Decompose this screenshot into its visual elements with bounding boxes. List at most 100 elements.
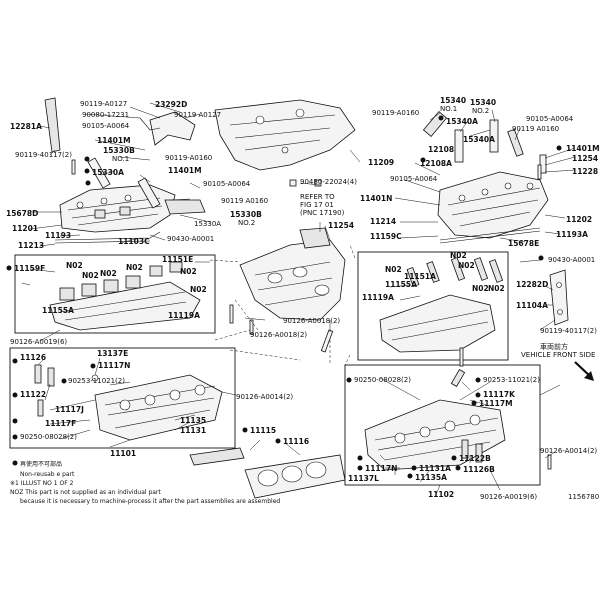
label-90119-a0160b: 90119 A0160: [221, 197, 268, 205]
camshaft-housing-lh: [49, 261, 201, 331]
label-n02-a: N02: [66, 261, 83, 270]
head-gasket: [189, 447, 346, 499]
label-90253-r: 90253-11021(2): [483, 376, 540, 384]
label-11193a: 11193A: [556, 230, 588, 239]
label-11155a-r: 11155A: [385, 280, 417, 289]
label-vehicle: VEHICLE FRONT SIDE: [521, 351, 595, 359]
label-11213: 11213: [18, 241, 44, 250]
label-11401n: 11401N: [360, 194, 392, 203]
label-11122: 11122: [20, 390, 46, 399]
label-90126-a0014-r: 90126-A0014(2): [540, 447, 597, 455]
label-90430-a0001-l: 90430-A0001: [167, 235, 214, 243]
label-11201: 11201: [12, 224, 38, 233]
label-15340b: 15340: [470, 98, 496, 107]
label-90119-40117-r: 90119-40117(2): [540, 327, 597, 335]
label-11228: 11228: [572, 167, 598, 176]
label-n02-e: N02: [180, 267, 197, 276]
cylinder-head-rh: [364, 369, 506, 471]
label-11151a: 11151A: [404, 272, 436, 281]
non-reusable-markers: [6, 115, 562, 479]
label-11115: 11115: [250, 426, 276, 435]
label-refer: REFER TO: [300, 193, 335, 201]
engine-cover: [214, 99, 356, 171]
label-90119-a0160: 90119-A0160: [165, 154, 212, 162]
label-11155a-l: 11155A: [42, 306, 74, 315]
box-cylinder-head-rh: [344, 364, 541, 486]
label-fig: FIG 17 01: [300, 201, 334, 209]
label-90250-r: 90250-08028(2): [354, 376, 411, 384]
label-15330b-tl: 15330B: [103, 146, 135, 155]
box-camshaft-housing-rh: [357, 251, 509, 361]
label-11117n-r: 11117N: [365, 464, 397, 473]
label-11135a: 11135A: [415, 473, 447, 482]
label-90119-a0160-tr2: 90119 A0160: [512, 125, 559, 133]
label-11202: 11202: [566, 215, 592, 224]
label-11401m-tr: 11401M: [566, 144, 600, 153]
label-11401m-tl: 11401M: [97, 136, 131, 145]
label-n02-r3: N02: [458, 261, 475, 270]
label-11122b: 11122B: [459, 454, 491, 463]
label-90430-a0001-r: 90430-A0001: [548, 256, 595, 264]
front-arrow: [574, 361, 594, 381]
camshaft-housing-rh: [379, 257, 504, 353]
label-11117m: 11117M: [479, 399, 513, 408]
label-11117j: 11117J: [55, 405, 84, 414]
label-90105-a0064-tl2: 90105-A0064: [203, 180, 251, 188]
label-11117n-l: 11117N: [98, 361, 130, 370]
label-90126-a0019-r: 90126-A0019(6): [480, 493, 537, 501]
breather-hose: [44, 97, 196, 153]
label-no1-tl: NO.1: [112, 155, 129, 163]
label-15678e: 15678E: [508, 239, 539, 248]
legend-non-reusable: Non-reusab e part: [20, 471, 75, 478]
label-11119a-l: 11119A: [168, 311, 200, 320]
label-11254-mid: 11254: [328, 221, 354, 230]
cylinder-head-cover-rh: [437, 171, 549, 244]
leader-lines: [21, 102, 576, 498]
label-11103c: 11103C: [118, 237, 150, 246]
label-90126-a0018-mid: 90126-A0018(2): [250, 331, 307, 339]
label-11254-tr: 11254: [572, 154, 598, 163]
box-cylinder-head-lh: [9, 347, 236, 449]
label-11151e: 11151E: [162, 255, 193, 264]
bolts: [71, 159, 552, 470]
bracket-rh: [549, 269, 569, 326]
label-12281a: 12281A: [10, 122, 42, 131]
label-90126-a0014-l: 90126-A0014(2): [236, 393, 293, 401]
dashed-leaders: [209, 244, 356, 366]
label-90105-a0064-tl: 90105-A0064: [82, 122, 130, 130]
label-15340a: 15340A: [446, 117, 478, 126]
label-11131: 11131: [180, 426, 206, 435]
label-11137l: 11137L: [348, 474, 379, 483]
label-15330a-b: 15330A: [194, 220, 221, 228]
label-11159c: 11159C: [370, 232, 402, 241]
label-23292d: 23292D: [155, 100, 187, 109]
label-11401m-tl2: 11401M: [168, 166, 202, 175]
label-vehicle-jp: 車両前方: [540, 342, 568, 351]
cylinder-head-lh: [34, 364, 223, 441]
label-12108a: 12108A: [420, 159, 452, 168]
label-11116: 11116: [283, 437, 309, 446]
label-90119-a0127: 90119-A0127: [80, 100, 127, 108]
label-90119-a0127b: 90119 A0127: [174, 111, 221, 119]
label-11101: 11101: [110, 449, 136, 458]
legend: 再使用不可部品 Non-reusab e part ※1 ILLUST NO 1…: [10, 460, 280, 505]
label-no1-tr: NO.1: [440, 105, 457, 113]
label-11117k: 11117K: [483, 390, 516, 399]
label-11126b: 11126B: [463, 465, 495, 474]
label-15340: 15340: [440, 96, 466, 105]
label-90119-a0160-tr: 90119-A0160: [372, 109, 419, 117]
label-11126: 11126: [20, 353, 46, 362]
label-11102: 11102: [428, 490, 454, 499]
label-n02-f: N02: [190, 285, 207, 294]
label-90105-a0064-tr2: 90105-A0064: [390, 175, 438, 183]
label-15678d: 15678D: [6, 209, 38, 218]
label-90126-a0019-l: 90126-A0019(6): [10, 338, 67, 346]
label-pnc: (PNC 17190): [300, 209, 345, 217]
label-no2-tl: NO.2: [238, 219, 255, 227]
label-90253-l: 90253-11021(2): [68, 377, 125, 385]
label-90126-a0018-2: 90126-A0018(2): [283, 317, 340, 325]
intake-manifold: [239, 227, 346, 321]
label-90480-22024: 90480-22024(4): [300, 178, 357, 186]
label-fig-id: 1156780: [568, 493, 599, 501]
